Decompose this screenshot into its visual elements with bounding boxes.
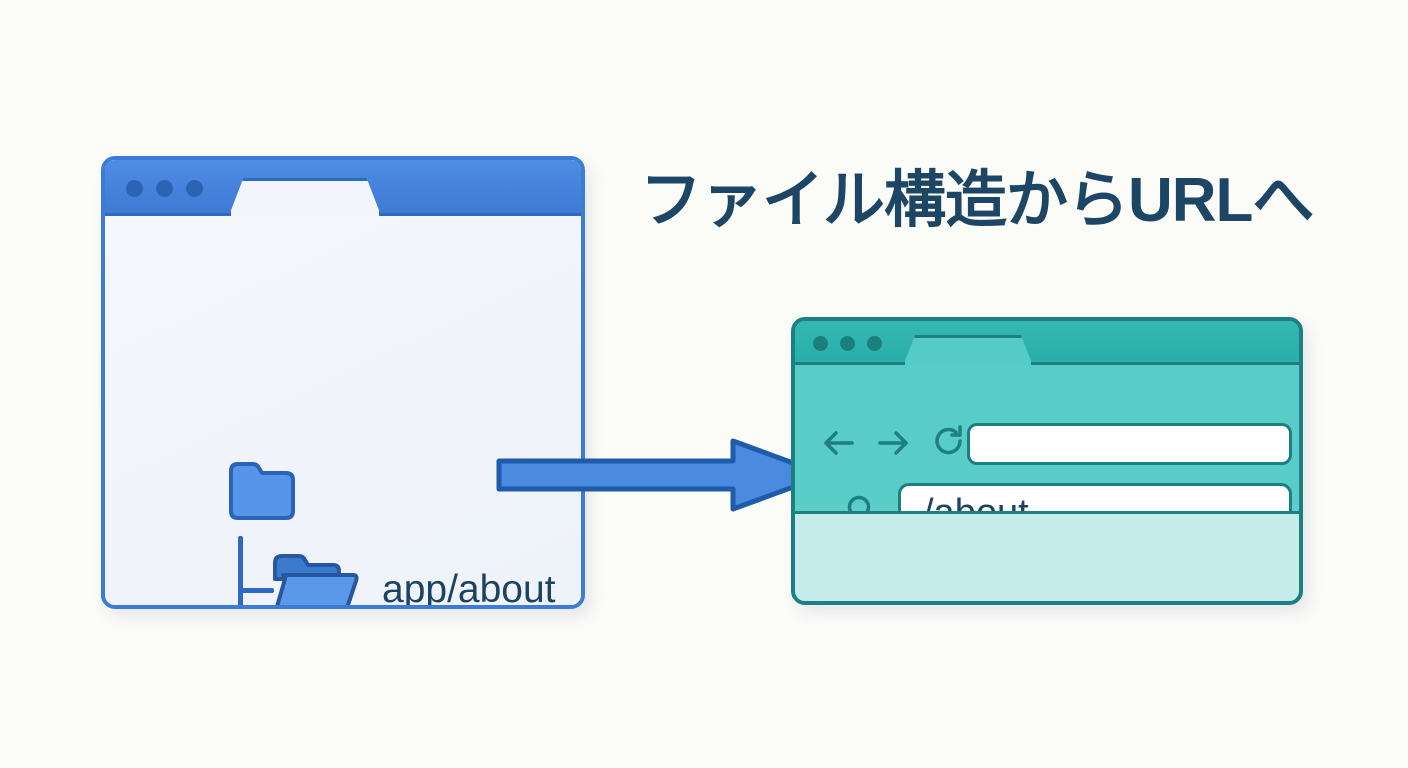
- back-arrow-icon[interactable]: [821, 425, 857, 461]
- tree-trunk-line: [238, 536, 243, 605]
- window-dot-close[interactable]: [813, 336, 828, 351]
- window-dot-minimize[interactable]: [840, 336, 855, 351]
- flow-arrow-icon: [496, 438, 829, 512]
- window-dot-maximize[interactable]: [867, 336, 882, 351]
- file-window-tab[interactable]: [228, 178, 382, 218]
- browser-tab[interactable]: [902, 335, 1034, 368]
- browser-titlebar: [795, 321, 1299, 365]
- browser-content-area: [795, 511, 1299, 601]
- url-bar[interactable]: [967, 423, 1292, 465]
- browser-preview-window: /about: [791, 317, 1303, 605]
- tree-branch-line-app: [238, 588, 274, 593]
- forward-arrow-icon[interactable]: [875, 425, 911, 461]
- browser-toolbar: /about: [795, 365, 1299, 543]
- folder-closed-icon[interactable]: [226, 459, 298, 523]
- reload-icon[interactable]: [931, 423, 967, 459]
- window-dot-close[interactable]: [126, 180, 143, 197]
- folder-open-icon[interactable]: [271, 551, 359, 609]
- window-dot-maximize[interactable]: [186, 180, 203, 197]
- file-structure-window: app/about page.tsx: [101, 156, 585, 609]
- page-title: ファイル構造からURLへ: [640, 166, 1314, 235]
- window-dot-minimize[interactable]: [156, 180, 173, 197]
- file-window-body: app/about page.tsx: [105, 216, 581, 605]
- tree-label-app-about: app/about: [382, 568, 556, 609]
